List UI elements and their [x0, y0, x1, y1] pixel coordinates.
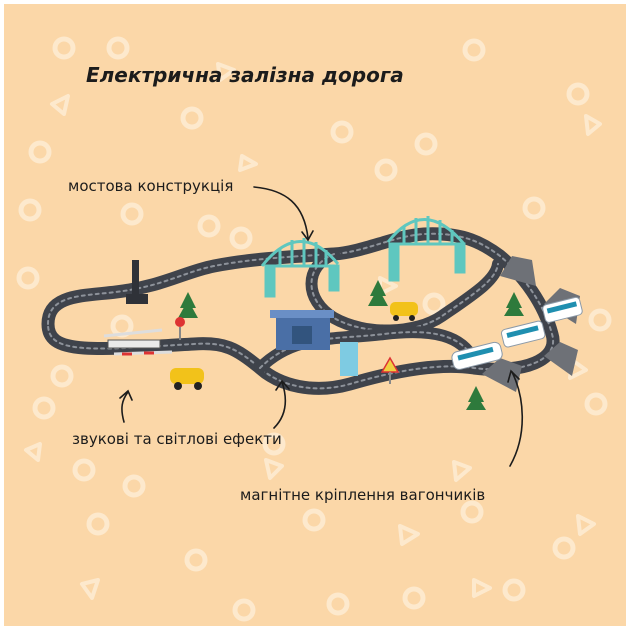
background-pattern — [16, 36, 612, 622]
page-title: Електрична залізна дорога — [86, 63, 404, 87]
arrow-icon — [507, 369, 524, 467]
arrow-icon — [253, 186, 314, 242]
callout-magnet: магнітне кріплення вагончиків — [240, 486, 486, 504]
arrow-icon — [119, 379, 290, 429]
train — [451, 296, 583, 370]
signal-post — [126, 260, 148, 304]
callout-sound-light: звукові та світлові ефекти — [72, 430, 282, 448]
crossing-barrier — [103, 328, 173, 356]
train-set-photo — [41, 186, 583, 467]
station-building — [270, 310, 358, 376]
road-signs — [175, 317, 400, 384]
product-image: Електрична залізна дорога — [4, 4, 626, 626]
toy-car-right — [390, 302, 418, 321]
bridge-left — [260, 238, 340, 298]
bridge-right — [386, 216, 466, 282]
trees — [178, 280, 524, 410]
toy-car-left — [170, 368, 204, 390]
callout-bridge: мостова конструкція — [68, 177, 234, 195]
